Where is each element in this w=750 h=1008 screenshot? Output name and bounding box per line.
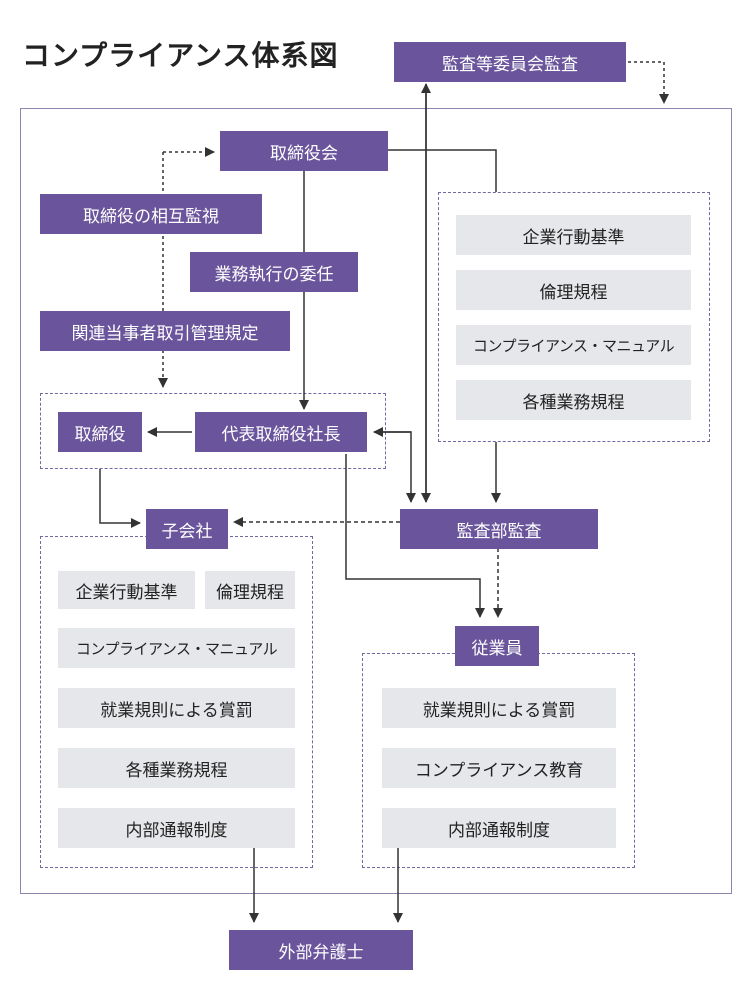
subsidiary-rule-item: 倫理規程 — [205, 571, 295, 609]
employee-rule-item: 就業規則による賞罰 — [382, 688, 616, 728]
employee-rule-item: 内部通報制度 — [382, 808, 616, 848]
company-rule-item: 企業行動基準 — [456, 215, 691, 255]
subsidiary-box: 子会社 — [146, 509, 228, 549]
delegation-box: 業務執行の委任 — [190, 252, 358, 292]
company-rule-item: 倫理規程 — [456, 270, 691, 310]
subsidiary-rule-item: 各種業務規程 — [58, 748, 295, 788]
executive-group — [40, 393, 386, 469]
internal-audit-box: 監査部監査 — [400, 509, 598, 549]
board-box: 取締役会 — [220, 131, 388, 171]
subsidiary-rule-item: コンプライアンス・マニュアル — [58, 628, 295, 668]
page-title: コンプライアンス体系図 — [22, 39, 339, 72]
company-rules-group — [438, 192, 710, 442]
president-box: 代表取締役社長 — [195, 412, 367, 452]
subsidiary-rule-item: 就業規則による賞罰 — [58, 688, 295, 728]
directors-box: 取締役 — [58, 412, 142, 452]
mutual-monitoring-box: 取締役の相互監視 — [40, 194, 262, 234]
external-lawyer-box: 外部弁護士 — [229, 930, 413, 970]
company-rule-item: コンプライアンス・マニュアル — [456, 325, 691, 365]
related-party-box: 関連当事者取引管理規定 — [40, 311, 290, 351]
company-rule-item: 各種業務規程 — [456, 380, 691, 420]
audit-committee-box: 監査等委員会監査 — [394, 42, 626, 82]
employees-box: 従業員 — [455, 626, 539, 666]
subsidiary-rule-item: 企業行動基準 — [58, 571, 195, 609]
company-frame — [20, 108, 732, 894]
employee-rule-item: コンプライアンス教育 — [382, 748, 616, 788]
subsidiary-rule-item: 内部通報制度 — [58, 808, 295, 848]
